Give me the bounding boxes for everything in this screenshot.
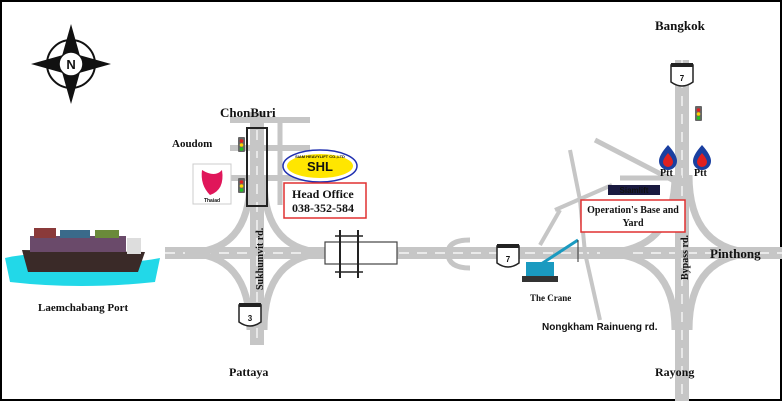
compass-north-label: N (66, 57, 75, 72)
shl-logo-text: SHL (307, 159, 333, 174)
route-7-shield-icon: 7 (496, 244, 520, 268)
pinthong-label: Pinthong (710, 246, 761, 261)
bangkok-label: Bangkok (655, 18, 706, 33)
route-7-mid-number: 7 (506, 255, 511, 264)
chonburi-label: ChonBuri (220, 105, 276, 120)
shl-logo-subtext: SIAM HEAVYLIFT CO.,LTD (295, 154, 345, 159)
operations-base-box: Operation's Base and Yard (580, 199, 686, 233)
traffic-light-icon (238, 137, 245, 152)
aoudom-label: Aoudom (172, 138, 212, 150)
shl-logo: SHL SIAM HEAVYLIFT CO.,LTD (282, 149, 358, 183)
thaiad-logo-text: Thaiad (204, 198, 220, 204)
route-7-top-number: 7 (680, 74, 685, 83)
rayong-label: Rayong (655, 365, 694, 379)
nongkham-road-label: Nongkham Rainueng rd. (542, 322, 658, 333)
ptt-logo-icon (693, 145, 711, 170)
route-3-shield-icon: 3 (238, 303, 262, 327)
head-office-box: Head Office 038-352-584 (283, 182, 367, 219)
operations-title-line1: Operation's Base and (587, 205, 679, 216)
north-arrow-icon: N (31, 24, 111, 104)
siamlift-logo: Siamlift (608, 185, 660, 195)
traffic-light-icon (238, 178, 245, 193)
overpass (324, 241, 398, 265)
ptt-logo-icon (659, 145, 677, 170)
u-turn-loop (445, 237, 471, 271)
route-3-number: 3 (248, 314, 253, 323)
thaiad-logo: Thaiad (192, 163, 232, 205)
ptt-right-label: Ptt (694, 168, 707, 179)
laemchabang-label: Laemchabang Port (38, 302, 128, 314)
crane-label: The Crane (530, 293, 571, 303)
head-office-title: Head Office (292, 187, 354, 201)
pattaya-label: Pattaya (229, 365, 268, 379)
sukhumvit-road-label: Sukhumvit rd. (255, 227, 266, 290)
ptt-left-label: Ptt (660, 168, 673, 179)
bypass-road-label: Bypass rd. (680, 234, 691, 280)
route-7-shield-icon: 7 (670, 63, 694, 87)
chonburi-bridge (246, 127, 268, 207)
head-office-phone: 038-352-584 (292, 201, 354, 215)
port-ship-icon (5, 228, 160, 286)
operations-title-line2: Yard (622, 218, 644, 229)
crane-icon (522, 238, 579, 282)
siamlift-logo-text: Siamlift (620, 186, 649, 195)
traffic-light-icon (695, 106, 702, 121)
